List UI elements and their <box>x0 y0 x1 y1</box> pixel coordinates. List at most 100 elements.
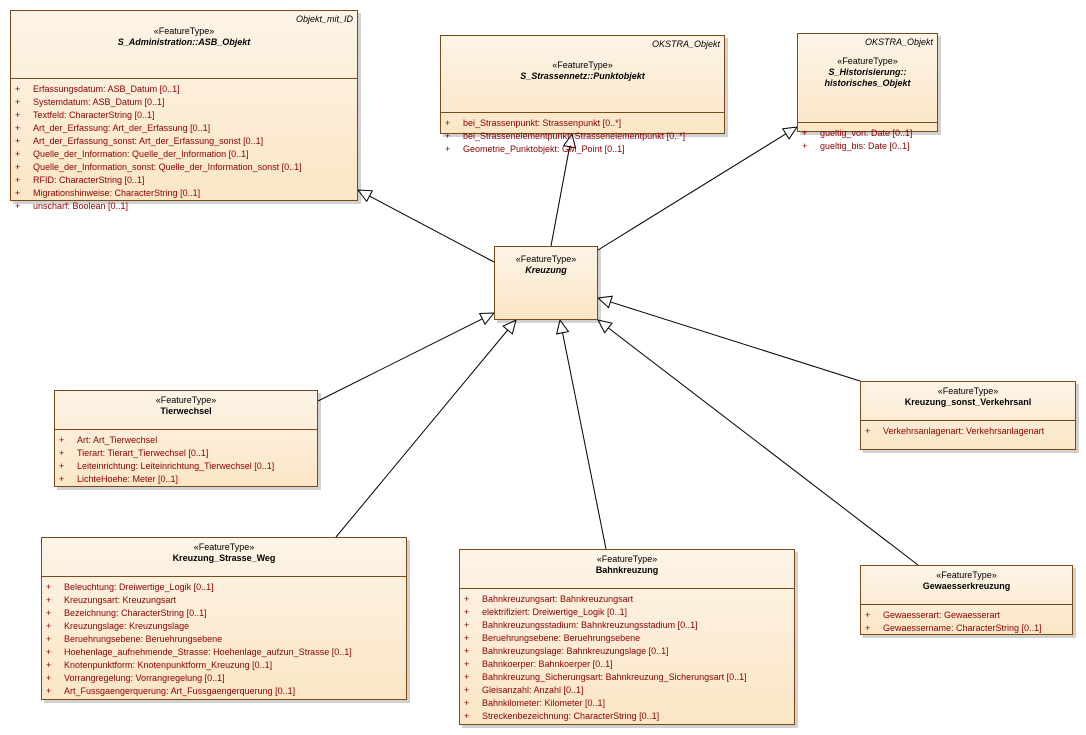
attribute-text: Art: Art_Tierwechsel <box>77 435 158 445</box>
visibility-marker: + <box>15 136 21 146</box>
attribute-row: +Beleuchtung: Dreiwertige_Logik [0..1] <box>42 581 406 594</box>
attribute-text: Hoehenlage_aufnehmende_Strasse: Hoehenla… <box>64 647 352 657</box>
class-name: S_Strassennetz::Punktobjekt <box>520 71 645 81</box>
generalization-arrowhead <box>596 295 613 309</box>
attribute-text: Bahnkreuzungsstadium: Bahnkreuzungsstadi… <box>482 620 698 630</box>
class-tierwechsel[interactable]: «FeatureType» Tierwechsel +Art: Art_Tier… <box>54 390 318 487</box>
attribute-row: +Knotenpunktform: Knotenpunktform_Kreuzu… <box>42 659 406 672</box>
attribute-text: Bahnkilometer: Kilometer [0..1] <box>482 698 606 708</box>
visibility-marker: + <box>445 118 451 128</box>
class-name-line-2: historisches_Objekt <box>824 78 911 88</box>
class-header: «FeatureType» Kreuzung_sonst_Verkehrsanl <box>861 382 1075 420</box>
class-kreuzung-strasse-weg[interactable]: «FeatureType» Kreuzung_Strasse_Weg +Bele… <box>41 537 407 700</box>
visibility-marker: + <box>865 426 871 436</box>
edge-kreuzung-to-punktobjekt <box>550 132 577 247</box>
attribute-text: Leiteinrichtung: Leiteinrichtung_Tierwec… <box>77 461 275 471</box>
attribute-text: Tierart: Tierart_Tierwechsel [0..1] <box>77 448 209 458</box>
visibility-marker: + <box>802 128 808 138</box>
class-header: «FeatureType» S_Historisierung:: histori… <box>798 56 937 122</box>
attribute-text: Kreuzungslage: Kreuzungslage <box>64 621 190 631</box>
visibility-marker: + <box>464 659 470 669</box>
attribute-row: +unscharf: Boolean [0..1] <box>11 200 357 213</box>
generalization-arrowhead <box>556 318 570 335</box>
generalization-arrowhead <box>597 319 613 334</box>
edge-bahnkreuzung-to-kreuzung <box>556 318 607 550</box>
attribute-row: + Gleisanzahl: Anzahl [0..1] <box>460 684 794 697</box>
attribute-text: elektrifiziert: Dreiwertige_Logik [0..1] <box>482 607 628 617</box>
visibility-marker: + <box>464 711 470 721</box>
attribute-text: Art_der_Erfassung_sonst: Art_der_Erfassu… <box>33 136 264 146</box>
visibility-marker: + <box>15 162 21 172</box>
attribute-list: +Bahnkreuzungsart: Bahnkreuzungsart+elek… <box>460 588 794 726</box>
visibility-marker: + <box>46 647 52 657</box>
attribute-row: +bei_Strassenpunkt: Strassenpunkt [0..*] <box>441 117 724 130</box>
visibility-marker: + <box>15 110 21 120</box>
class-kreuzung-sonst-verkehrsanl[interactable]: «FeatureType» Kreuzung_sonst_Verkehrsanl… <box>860 381 1076 450</box>
attribute-text: RFID: CharacterString [0..1] <box>33 175 145 185</box>
attribute-row: +Systemdatum: ASB_Datum [0..1] <box>11 96 357 109</box>
attribute-text: Textfeld: CharacterString [0..1] <box>33 110 155 120</box>
attribute-row: + Gewaessername: CharacterString [0..1] <box>861 622 1072 635</box>
class-asb-objekt[interactable]: Objekt_mit_ID «FeatureType» S_Administra… <box>10 10 358 211</box>
visibility-marker: + <box>464 672 470 682</box>
class-punktobjekt[interactable]: OKSTRA_Objekt «FeatureType» S_Strassenne… <box>440 35 725 154</box>
attribute-list: +Beleuchtung: Dreiwertige_Logik [0..1]+K… <box>42 576 406 701</box>
visibility-marker: + <box>46 634 52 644</box>
attribute-text: Gewaessername: CharacterString [0..1] <box>883 623 1042 633</box>
visibility-marker: + <box>445 144 451 154</box>
edge-gewaesserkreuzung-to-kreuzung <box>597 319 919 566</box>
class-historisches-objekt[interactable]: OKSTRA_Objekt «FeatureType» S_Historisie… <box>797 33 938 151</box>
visibility-marker: + <box>46 660 52 670</box>
generalization-arrowhead <box>356 189 374 203</box>
attribute-row: + Tierart: Tierart_Tierwechsel [0..1] <box>55 447 317 460</box>
attribute-text: gueltig_bis: Date [0..1] <box>820 141 910 151</box>
attribute-row: + Gewaesserart: Gewaesserart <box>861 609 1072 622</box>
visibility-marker: + <box>445 131 451 141</box>
attribute-list: + Art: Art_Tierwechsel + Tierart: Tierart_T… <box>55 429 317 489</box>
visibility-marker: + <box>802 141 808 151</box>
visibility-marker: + <box>59 448 65 458</box>
visibility-marker: + <box>865 623 871 633</box>
visibility-marker: + <box>464 698 470 708</box>
attribute-row: +Quelle_der_Information: Quelle_der_Info… <box>11 148 357 161</box>
attribute-text: Gleisanzahl: Anzahl [0..1] <box>482 685 584 695</box>
edge-kreuzung-sonst-to-kreuzung <box>596 295 861 382</box>
attribute-row: +Beruehrungsebene: Beruehrungsebene <box>460 632 794 645</box>
attribute-text: bei_Strassenelementpunkt: Strassenelemen… <box>463 131 686 141</box>
generalization-arrowhead <box>781 126 799 140</box>
edge-line <box>562 332 607 550</box>
attribute-text: Bahnkreuzung_Sicherungsart: Bahnkreuzung… <box>482 672 747 682</box>
attribute-row: +Beruehrungsebene: Beruehrungsebene <box>42 633 406 646</box>
visibility-marker: + <box>865 610 871 620</box>
visibility-marker: + <box>464 646 470 656</box>
class-bahnkreuzung[interactable]: «FeatureType» Bahnkreuzung +Bahnkreuzung… <box>459 549 795 725</box>
visibility-marker: + <box>15 175 21 185</box>
attribute-text: Migrationshinweise: CharacterString [0..… <box>33 188 201 198</box>
stereotype-label: «FeatureType» <box>937 386 999 396</box>
class-tag: OKSTRA_Objekt <box>651 39 720 49</box>
visibility-marker: + <box>464 620 470 630</box>
attribute-text: Gewaesserart: Gewaesserart <box>883 610 1001 620</box>
class-header: «FeatureType» Gewaesserkreuzung <box>861 566 1072 604</box>
class-name: Kreuzung_Strasse_Weg <box>172 553 276 563</box>
attribute-text: Geometrie_Punktobjekt: GM_Point [0..1] <box>463 144 625 154</box>
attribute-text: Bezeichnung: CharacterString [0..1] <box>64 608 207 618</box>
visibility-marker: + <box>15 201 21 211</box>
class-header: «FeatureType» S_Strassennetz::Punktobjek… <box>441 60 724 112</box>
visibility-marker: + <box>464 685 470 695</box>
class-name-line-1: S_Historisierung:: <box>828 67 907 77</box>
attribute-row: +gueltig_von: Date [0..1] <box>798 127 937 140</box>
class-name: Bahnkreuzung <box>595 565 659 575</box>
attribute-list: +Verkehrsanlagenart: Verkehrsanlagenart <box>861 420 1075 441</box>
stereotype-label: «FeatureType» <box>596 554 658 564</box>
class-gewaesserkreuzung[interactable]: «FeatureType» Gewaesserkreuzung + Gewaess… <box>860 565 1073 635</box>
visibility-marker: + <box>464 607 470 617</box>
class-kreuzung[interactable]: «FeatureType» Kreuzung <box>494 246 598 320</box>
attribute-row: +Art_der_Erfassung: Art_der_Erfassung [0… <box>11 122 357 135</box>
attribute-text: Art_der_Erfassung: Art_der_Erfassung [0.… <box>33 123 211 133</box>
attribute-text: Beruehrungsebene: Beruehrungsebene <box>482 633 641 643</box>
visibility-marker: + <box>46 582 52 592</box>
visibility-marker: + <box>15 188 21 198</box>
attribute-row: +LichteHoehe: Meter [0..1] <box>55 473 317 486</box>
attribute-text: Art_Fussgaengerquerung: Art_Fussgaengerq… <box>64 686 296 696</box>
